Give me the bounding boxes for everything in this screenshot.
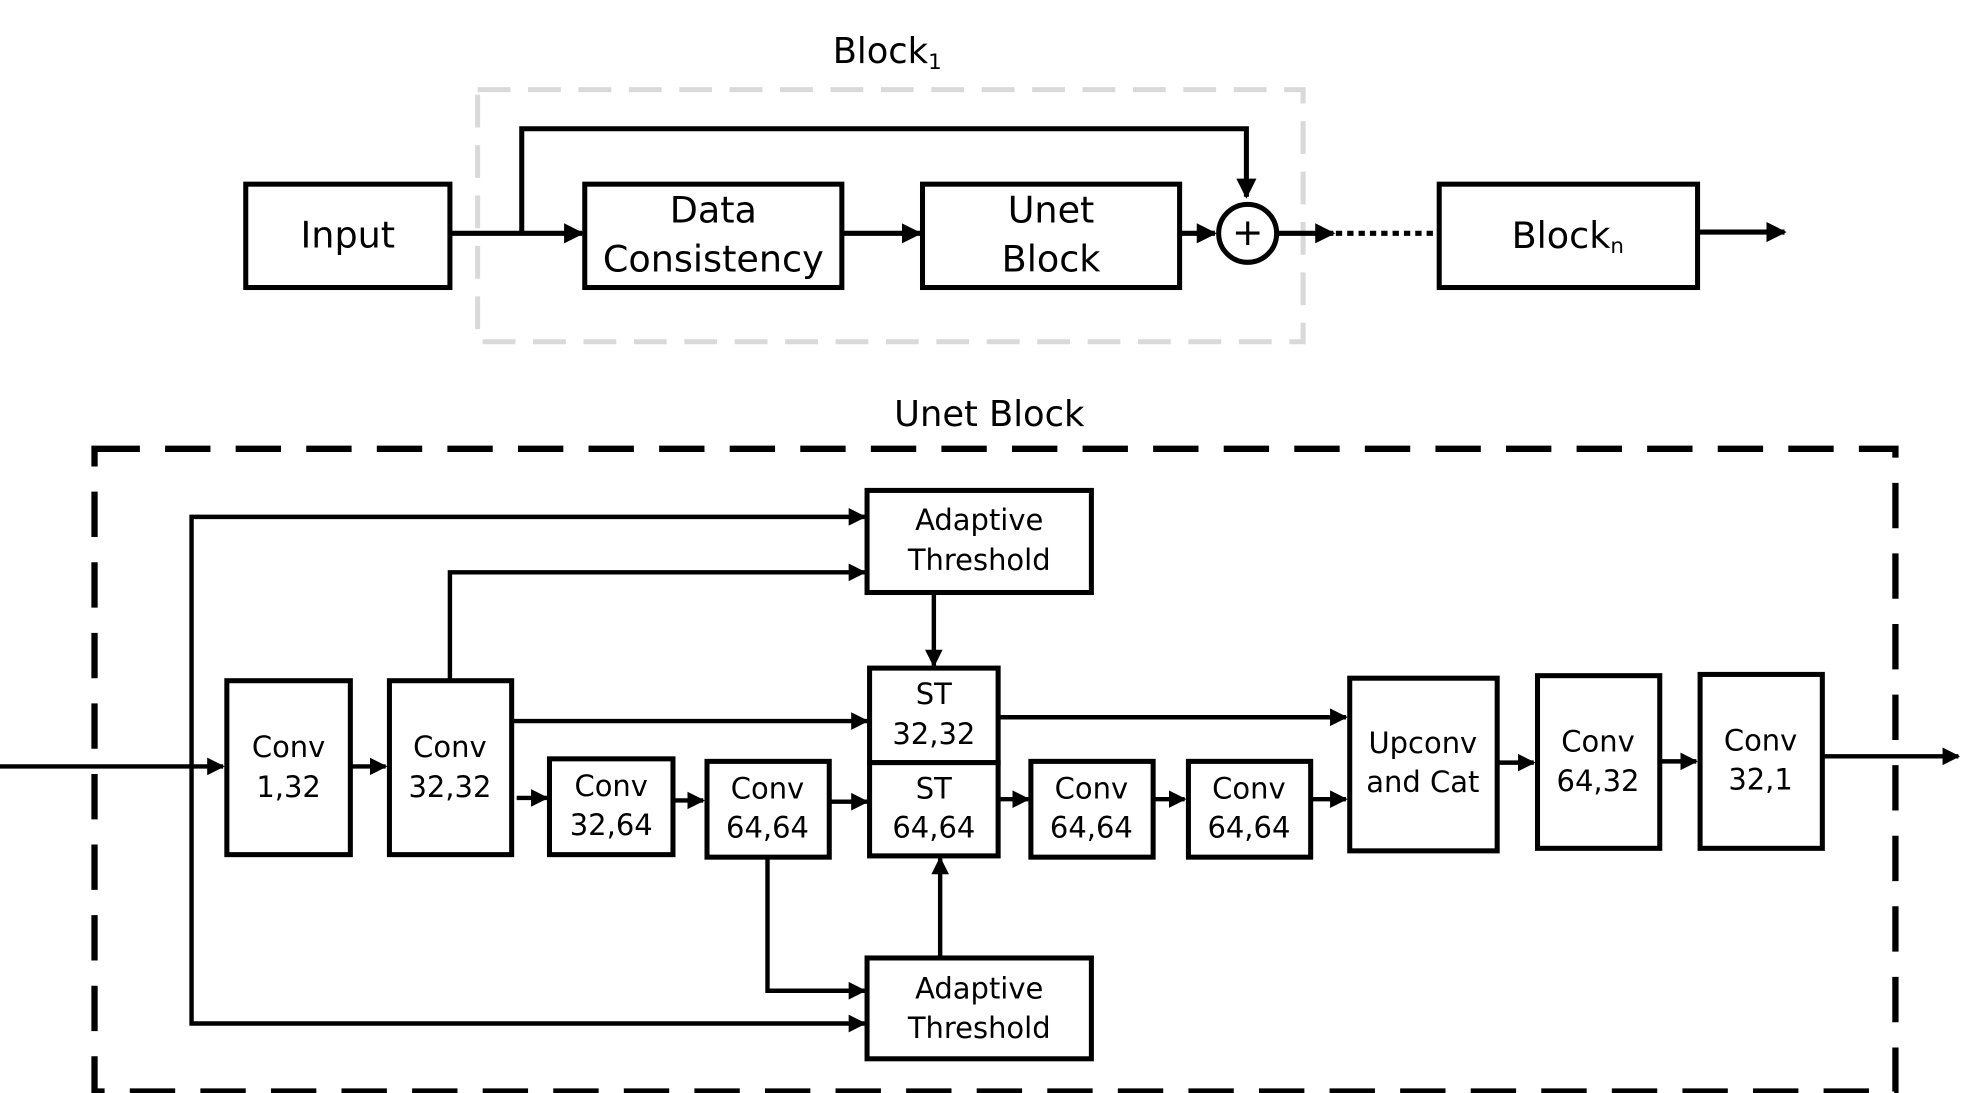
- conv-1-32-box: [224, 678, 353, 858]
- st-32-32-label-2: 32,32: [892, 717, 975, 751]
- conv-32-32-box: [386, 678, 515, 858]
- block1-container: [475, 87, 1306, 345]
- trunk-to-threshold-top: [189, 508, 867, 767]
- conv-64-64-b-box: [1028, 758, 1156, 860]
- st-32-32-label-1: ST: [916, 677, 952, 711]
- trunk-to-threshold-bottom: [189, 766, 867, 1033]
- threshold-bottom-label-2: Threshold: [907, 1011, 1051, 1045]
- st-64-64-label-1: ST: [916, 771, 952, 805]
- unet-label-line1: Unet: [1008, 188, 1095, 231]
- st-32-32-box: [867, 665, 1001, 766]
- conv-64-32-label-2: 64,32: [1557, 764, 1640, 798]
- conv-32-32-label-2: 32,32: [408, 770, 491, 804]
- upconv-cat-box: [1347, 675, 1500, 854]
- threshold-top-label-1: Adaptive: [915, 503, 1043, 537]
- conv-32-32-label-1: Conv: [413, 730, 486, 764]
- data-consistency-box: [582, 181, 845, 291]
- conv-64-64-a-label-2: 64,64: [726, 810, 809, 844]
- conv-32-1-label-1: Conv: [1724, 723, 1797, 757]
- conv-1-32-label-2: 1,32: [256, 770, 321, 804]
- conv-64-64-c-box: [1185, 758, 1314, 860]
- block1-title: Block1: [833, 31, 942, 75]
- conv-32-64-box: [546, 756, 676, 858]
- threshold-bottom-label-1: Adaptive: [915, 972, 1043, 1006]
- conv-64-32-box: [1534, 673, 1663, 851]
- blockn-box: [1436, 181, 1701, 291]
- conv-1-32-label-1: Conv: [252, 730, 325, 764]
- upconv-label-1: Upconv: [1368, 726, 1477, 760]
- top-pipeline: Block1 Input Data Consistency Unet Block…: [243, 31, 1787, 345]
- conv2-to-threshold-top: [447, 563, 867, 681]
- conv-32-64-label-2: 32,64: [570, 808, 653, 842]
- dc-label-line2: Consistency: [603, 238, 824, 281]
- upconv-label-2: and Cat: [1366, 765, 1479, 799]
- residual-skip-connection: [519, 126, 1257, 234]
- adaptive-threshold-top-box: [864, 487, 1094, 596]
- unet-detail-container: [91, 445, 1899, 1093]
- conv-32-1-label-2: 32,1: [1728, 763, 1793, 797]
- conv-32-1-box: [1697, 671, 1825, 851]
- dc-label-line1: Data: [670, 188, 757, 231]
- adaptive-threshold-bottom-box: [864, 955, 1094, 1062]
- conv-64-64-c-label-2: 64,64: [1207, 810, 1290, 844]
- unet-detail: Unet Block Conv 1,32 Conv 32,32 Conv 32,…: [0, 394, 1961, 1093]
- conv-32-64-label-1: Conv: [574, 769, 647, 803]
- conv-64-64-b-label-2: 64,64: [1050, 810, 1133, 844]
- conv-64-64-a-label-1: Conv: [731, 771, 804, 805]
- blockn-label: Blockn: [1512, 214, 1624, 260]
- unet-block-box: [919, 181, 1183, 291]
- threshold-top-label-2: Threshold: [907, 543, 1051, 577]
- unet-detail-title: Unet Block: [894, 394, 1085, 435]
- input-label: Input: [301, 214, 396, 257]
- conv-64-32-label-1: Conv: [1561, 725, 1634, 759]
- conv-64-64-b-label-1: Conv: [1055, 771, 1128, 805]
- st-64-64-label-2: 64,64: [892, 810, 975, 844]
- unet-label-line2: Block: [1002, 238, 1102, 281]
- plus-icon: +: [1232, 210, 1264, 254]
- conv-64-64-c-label-1: Conv: [1212, 771, 1285, 805]
- conv4-to-threshold-bottom: [765, 857, 867, 1000]
- st-64-64-box: [867, 760, 1001, 859]
